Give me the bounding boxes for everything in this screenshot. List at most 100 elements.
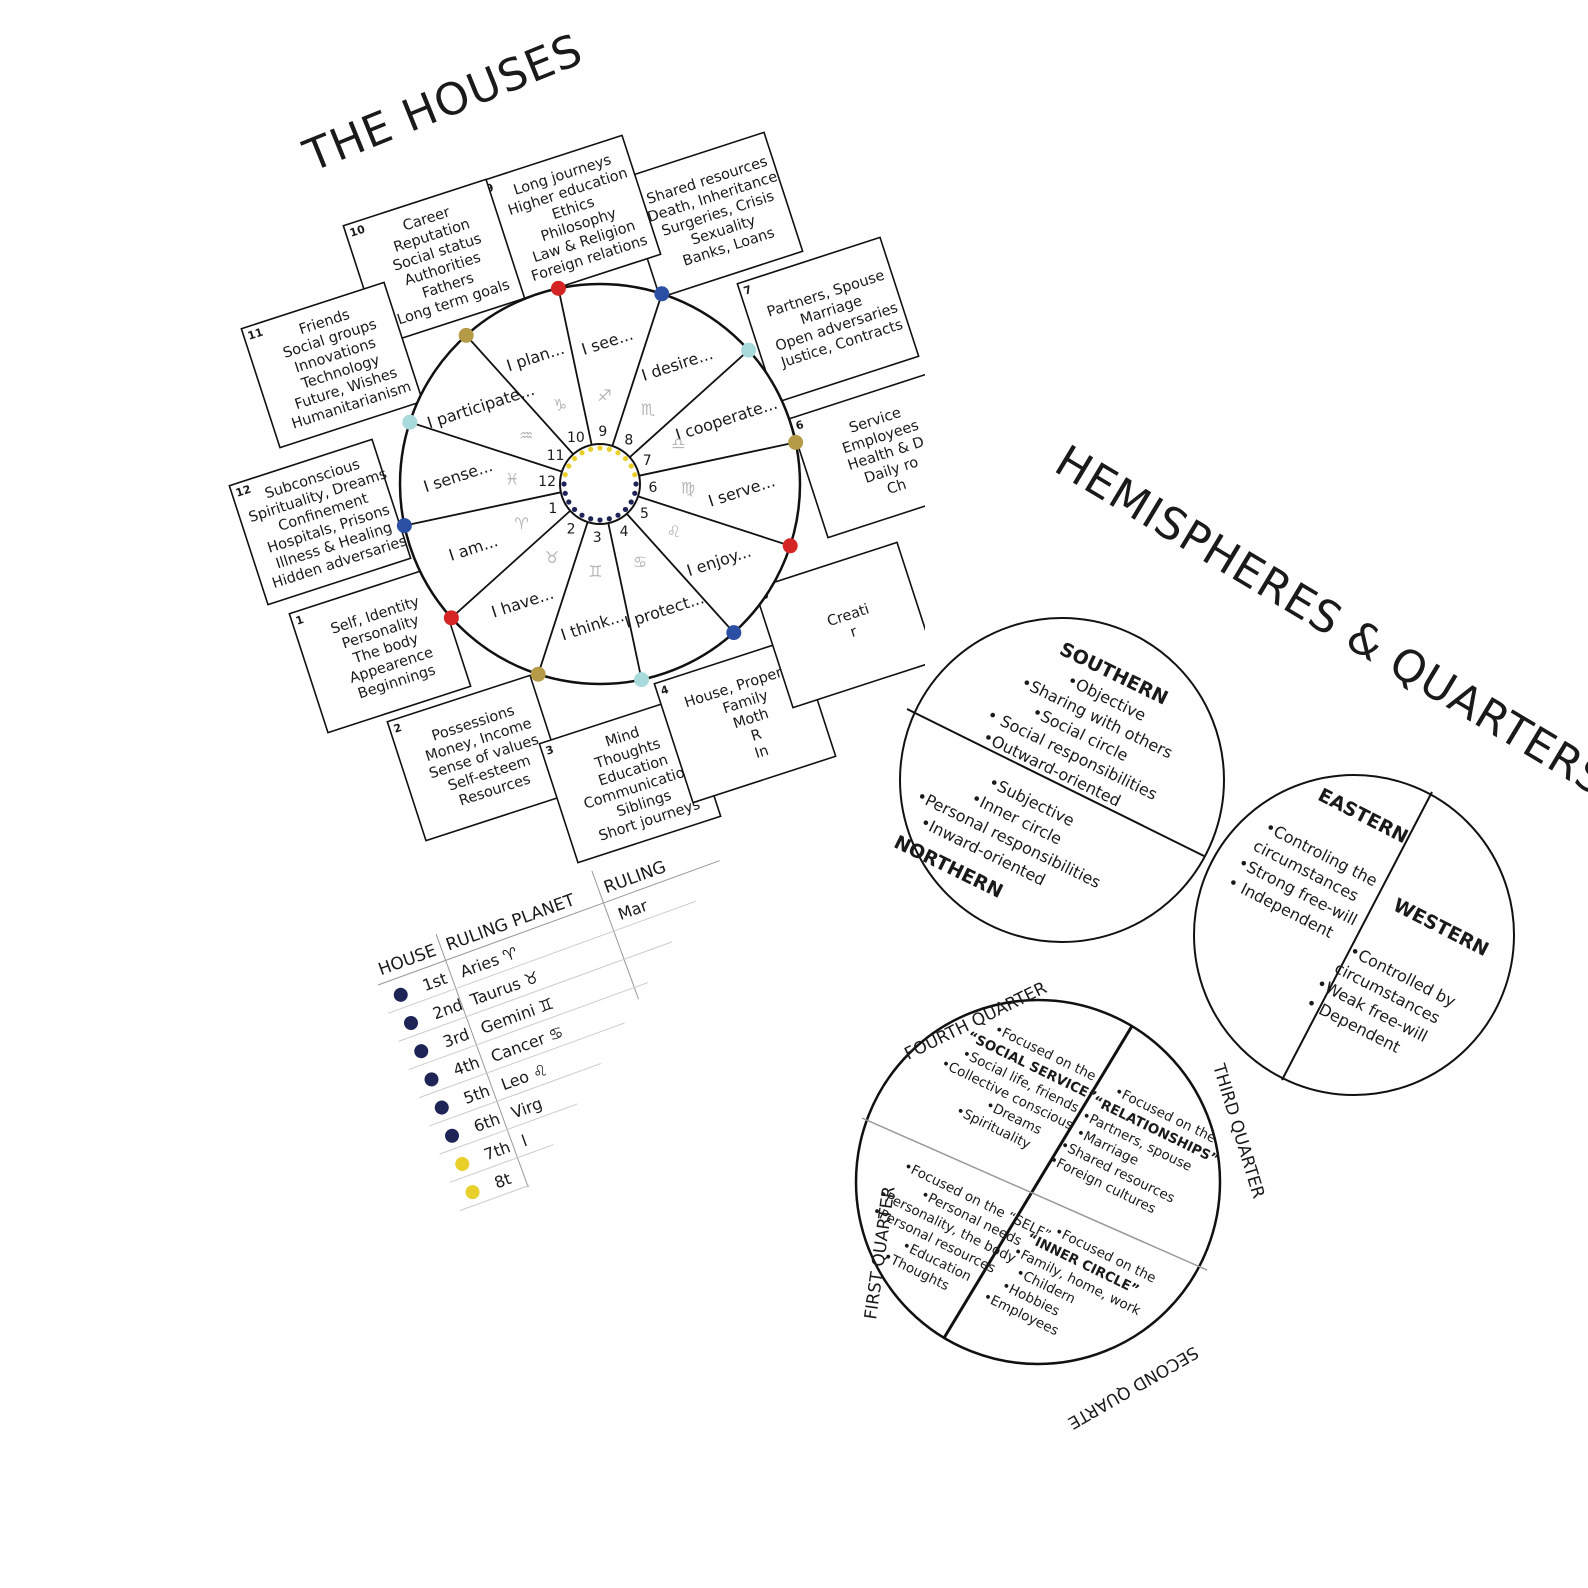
house-box-number: 10 [348,223,367,240]
north-south-circle: SOUTHERN •Objective •Sharing with others… [890,617,1225,943]
wheel-spoke [404,491,562,527]
wheel-spoke [638,441,796,477]
inner-ring-dot [579,512,585,518]
table-house-dot [424,1072,439,1087]
inner-ring-dot [566,463,572,469]
cusp-dot [788,434,804,450]
table-house-dot [465,1185,480,1200]
zodiac-glyph-icon: ♉ [545,548,559,567]
inner-ring-dot [579,450,585,456]
wheel-house-number: 4 [620,524,629,540]
cusp-dot [726,625,742,641]
zodiac-glyph-icon: ♊ [588,562,602,581]
wheel-spoke [611,293,663,447]
inner-ring-dot [588,446,594,452]
wheel-spoke [637,495,791,547]
house-box-number: 3 [544,743,555,758]
wheel-house-number: 12 [538,474,556,490]
wheel-house-number: 11 [547,448,565,464]
wheel-spoke [607,522,643,680]
house-wheel: I am...I have...I think...I protect...I … [396,280,804,688]
table-cell-house: 8t [492,1169,514,1192]
wheel-house-number: 8 [624,433,633,449]
inner-ring-dot [566,499,572,505]
house-box-number: 7 [742,283,753,298]
inner-ring-dot [606,516,612,522]
house-box-number: 11 [246,326,265,343]
zodiac-glyph-icon: ♒ [519,426,533,445]
inner-ring-dot [615,450,621,456]
table-cell-planet: Leo ♌ [498,1060,549,1094]
table-cell-house: 4th [451,1053,482,1080]
inner-ring-dot [632,472,638,478]
zodiac-glyph-icon: ♐ [597,386,611,405]
wheel-spoke [450,510,571,619]
inner-ring-dot [633,481,639,487]
house-box-line: R [749,727,764,745]
inner-ring-dot [597,517,603,523]
wheel-inner-dots [561,445,639,523]
wheel-spokes [404,288,796,680]
wheel-house-number: 9 [598,424,607,440]
quarters-circle: FOURTH QUARTER THIRD QUARTER FIRST QUART… [854,978,1268,1433]
table-cell-house: 5th [461,1081,492,1108]
table-house-dot [445,1128,460,1143]
table-cell-house: 1st [420,969,450,995]
wheel-spoke [626,513,735,634]
cusp-dot [782,538,798,554]
wheel-house-number: 7 [643,453,652,469]
cusp-dot [530,666,546,682]
table-house-dot [455,1156,470,1171]
cusp-dot [396,518,412,534]
table-cell-house: 7th [481,1137,512,1164]
wheel-house-number: 6 [648,480,657,496]
wheel-house-number: 5 [640,506,649,522]
wheel-spoke [629,349,750,458]
cusp-dot [402,414,418,430]
inner-ring-dot [571,506,578,513]
inner-ring-dot [588,516,594,522]
cusp-dot [741,342,757,358]
house-box-number: 12 [234,483,253,500]
wheel-house-number: 3 [593,530,602,546]
inner-ring-dot [562,472,568,478]
zodiac-glyph-icon: ♍ [681,479,695,498]
wheel-spoke [537,521,589,675]
wheel-spoke [557,288,593,446]
house-box-line: r [848,624,859,641]
inner-ring-dot [632,490,638,496]
house-box-number: 6 [794,418,806,433]
house-box-number: 2 [392,721,403,736]
inner-ring-dot [615,512,621,518]
cusp-dot [654,286,670,302]
inner-ring-dot [622,506,629,513]
house-box-5: 5Creatir [753,541,925,709]
table-house-dot [403,1016,418,1031]
cusp-dot [443,610,459,626]
zodiac-glyph-icon: ♌ [667,522,681,541]
wheel-spoke [465,334,574,455]
wheel-glyphs: ♈♉♊♋♌♍♎♏♐♑♒♓ [505,386,695,581]
house-box-line: In [753,743,771,762]
houses-title: THE HOUSES [296,24,590,182]
inner-ring-dot [597,445,603,451]
inner-ring-dot [562,490,568,496]
zodiac-glyph-icon: ♈ [514,514,528,533]
wheel-spoke [409,421,563,473]
wheel-outer-dots [396,280,804,688]
zodiac-glyph-icon: ♓ [505,469,519,488]
zodiac-glyph-icon: ♑ [553,396,567,415]
cusp-dot [550,280,566,296]
wheel-inner-ring [559,443,641,525]
house-box-number: 1 [294,613,305,628]
zodiac-glyph-icon: ♎ [671,434,685,453]
